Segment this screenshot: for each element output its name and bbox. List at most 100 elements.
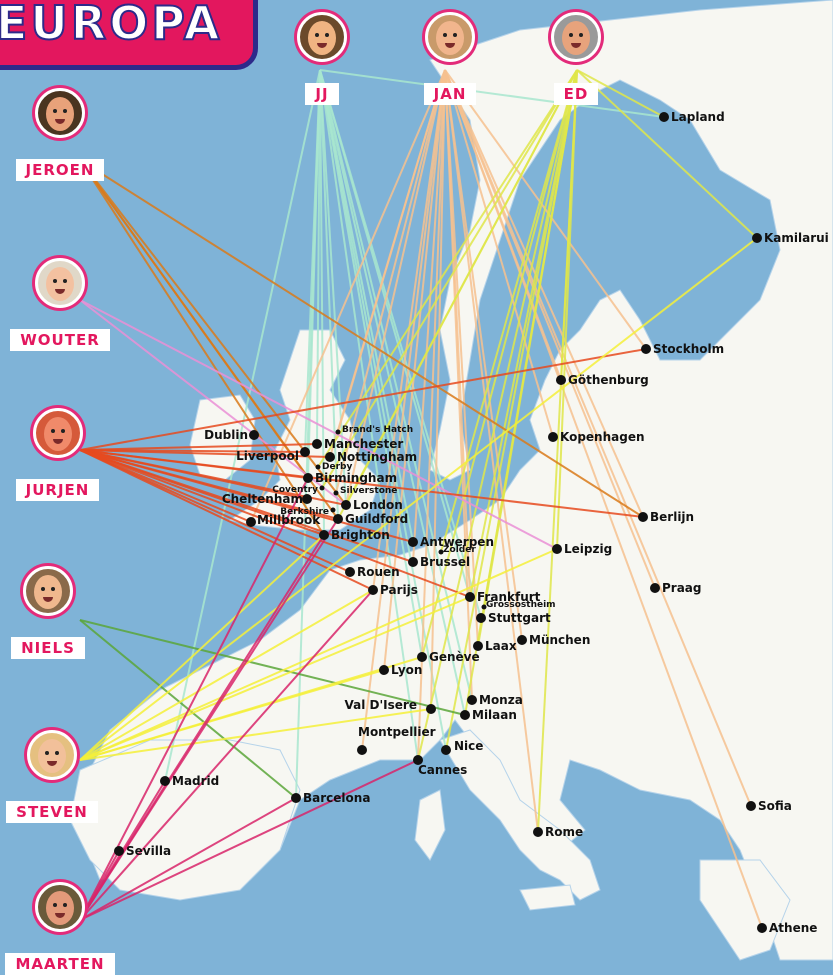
city-dot-kamilarui: [752, 233, 762, 243]
route-niels-milaan: [79, 619, 466, 716]
city-label-nice: Nice: [454, 739, 483, 753]
route-maarten-barcelona: [79, 797, 297, 921]
city-label-kamilarui: Kamilarui: [764, 231, 829, 245]
face-icon: [551, 12, 601, 62]
route-jan-london: [345, 69, 446, 506]
city-dot-parijs: [368, 585, 378, 595]
city-label-grossostheim: Grossostheim: [486, 600, 556, 610]
city-label-cheltenham: Cheltenham: [222, 492, 303, 506]
city-dot-millbrook: [246, 517, 256, 527]
city-dot-rouen: [345, 567, 355, 577]
route-steven-frankfurt: [79, 596, 471, 761]
city-dot-dublin: [249, 430, 259, 440]
city-label-derby: Derby: [322, 462, 352, 472]
city-label-dublin: Dublin: [204, 428, 248, 442]
city-dot-grossostheim: [481, 604, 487, 610]
city-dot-zolder: [438, 549, 444, 555]
route-ed-g-thenburg: [560, 69, 578, 381]
route-jurjen-parijs: [79, 449, 374, 591]
city-dot-sofia: [746, 801, 756, 811]
city-dot-athene: [757, 923, 767, 933]
city-dot-liverpool: [300, 447, 310, 457]
route-jj-barcelona: [295, 69, 321, 799]
city-dot-milaan: [460, 710, 470, 720]
route-steven-kamilarui: [79, 237, 758, 761]
city-label-milaan: Milaan: [472, 708, 517, 722]
route-jeroen-london: [79, 159, 347, 506]
city-label-brussel: Brussel: [420, 555, 470, 569]
route-jj-monza: [319, 69, 473, 701]
city-markers: LaplandKamilaruiStockholmGöthenburgKopen…: [114, 110, 829, 935]
route-jeroen-guildford: [79, 159, 339, 520]
person-ed: ED: [535, 12, 617, 105]
person-jurjen: JURJEN: [0, 408, 115, 501]
route-jan-parijs: [372, 69, 446, 591]
city-label-cannes: Cannes: [418, 763, 467, 777]
city-label-zolder: Zolder: [443, 545, 476, 555]
face-icon: [35, 258, 85, 308]
city-label-parijs: Parijs: [380, 583, 418, 597]
person-name-steven: STEVEN: [6, 801, 98, 823]
city-label-brighton: Brighton: [331, 528, 390, 542]
city-dot-berlijn: [638, 512, 648, 522]
face-icon: [297, 12, 347, 62]
city-label-rome: Rome: [545, 825, 583, 839]
city-dot-monza: [467, 695, 477, 705]
city-label-guildford: Guildford: [345, 512, 408, 526]
route-ed-zolder: [440, 69, 578, 553]
face-icon: [425, 12, 475, 62]
city-label-montpellier: Montpellier: [358, 725, 436, 739]
route-jj-stuttgart: [319, 69, 482, 619]
route-jan-g-thenburg: [444, 69, 562, 381]
city-label-liverpool: Liverpool: [236, 449, 299, 463]
city-label-london: London: [353, 498, 403, 512]
route-jeroen-berlijn: [79, 159, 644, 518]
city-label-val-d-isere: Val D'Isere: [345, 698, 417, 712]
city-label-sevilla: Sevilla: [126, 844, 171, 858]
city-label-millbrook: Millbrook: [257, 513, 321, 527]
route-jan-millbrook: [250, 69, 446, 523]
route-maarten-sevilla: [79, 850, 120, 921]
city-label-leipzig: Leipzig: [564, 542, 612, 556]
route-maarten-parijs: [79, 589, 374, 921]
person-name-jeroen: JEROEN: [15, 159, 105, 181]
route-jj-lapland: [319, 69, 665, 118]
land-mass-6: [519, 884, 576, 911]
city-label-lyon: Lyon: [391, 663, 422, 677]
route-maarten-brighton: [79, 534, 325, 921]
city-dot-barcelona: [291, 793, 301, 803]
route-jan-brussel: [412, 69, 446, 563]
city-label-athene: Athene: [769, 921, 817, 935]
route-jurjen-brussel: [79, 449, 414, 563]
city-dot-g-thenburg: [556, 375, 566, 385]
city-dot-stuttgart: [476, 613, 486, 623]
route-steven-gen-ve: [79, 656, 423, 761]
city-dot-antwerpen: [408, 537, 418, 547]
city-label-madrid: Madrid: [172, 774, 219, 788]
city-label-coventry: Coventry: [272, 485, 318, 495]
person-steven: STEVEN: [0, 730, 104, 823]
city-label-nottingham: Nottingham: [337, 450, 417, 464]
person-niels: NIELS: [0, 566, 96, 659]
person-jan: JAN: [410, 12, 490, 105]
city-dot-brand-s-hatch: [335, 429, 341, 435]
person-name-wouter: WOUTER: [10, 329, 110, 351]
face-icon: [32, 408, 83, 458]
city-label-gen-ve: Genève: [429, 650, 480, 664]
route-jurjen-birmingham: [79, 449, 309, 479]
route-ed-cannes: [417, 69, 578, 761]
route-jurjen-nottingham: [79, 449, 331, 458]
city-dot-gen-ve: [417, 652, 427, 662]
land-mass-5: [414, 789, 446, 861]
person-maarten: MAARTEN: [0, 882, 120, 975]
land-mass-0: [79, 0, 833, 961]
city-label-birmingham: Birmingham: [315, 471, 397, 485]
city-label-berlijn: Berlijn: [650, 510, 694, 524]
city-label-brand-s-hatch: Brand's Hatch: [342, 425, 413, 435]
city-dot-derby: [315, 464, 321, 470]
route-jan-lyon: [383, 69, 446, 671]
city-dot-sevilla: [114, 846, 124, 856]
city-dot-praag: [650, 583, 660, 593]
route-jan-silverstone: [335, 69, 446, 494]
city-label-monza: Monza: [479, 693, 523, 707]
